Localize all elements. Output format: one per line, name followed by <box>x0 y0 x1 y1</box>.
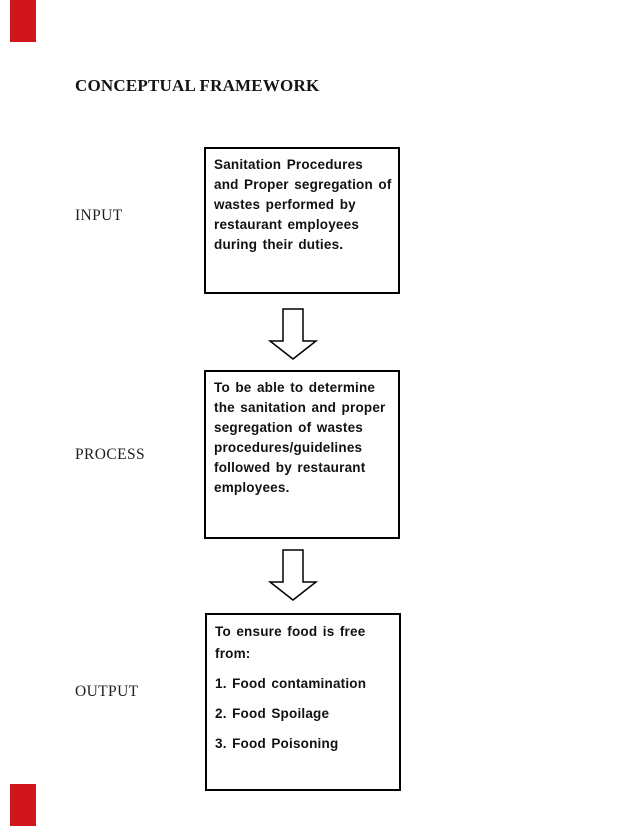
process-box-text-line: followed by restaurant <box>214 460 366 475</box>
down-arrow-icon <box>267 549 319 601</box>
input-box-text-line: during their duties. <box>214 237 344 252</box>
output-box-text-line: from: <box>215 646 251 661</box>
process-box-text-line: segregation of wastes <box>214 420 363 435</box>
down-arrow-icon <box>267 308 319 360</box>
input-box-text-line: restaurant employees <box>214 217 360 232</box>
process-box-text-line: procedures/guidelines <box>214 440 363 455</box>
output-list-item: 2. Food Spoilage <box>215 706 330 721</box>
output-list-item: 1. Food contamination <box>215 676 367 691</box>
process-box-text-line: To be able to determine <box>214 380 376 395</box>
red-page-marker-top <box>10 0 36 42</box>
input-box-text-line: Sanitation Procedures <box>214 157 363 172</box>
page-title: CONCEPTUAL FRAMEWORK <box>75 76 320 95</box>
row-label-input: INPUT <box>75 207 123 224</box>
input-box: Sanitation Procedures and Proper segrega… <box>204 147 400 294</box>
output-list-item: 3. Food Poisoning <box>215 736 339 751</box>
row-label-output: OUTPUT <box>75 683 139 700</box>
row-label-process: PROCESS <box>75 446 145 463</box>
process-box-text-line: the sanitation and proper <box>214 400 386 415</box>
process-box-text-line: employees. <box>214 480 290 495</box>
process-box: To be able to determine the sanitation a… <box>204 370 400 539</box>
output-box: To ensure food is free from: 1. Food con… <box>205 613 401 791</box>
output-box-text-line: To ensure food is free <box>215 624 366 639</box>
input-box-text-line: and Proper segregation of <box>214 177 392 192</box>
input-box-text-line: wastes performed by <box>214 197 356 212</box>
red-page-marker-bottom <box>10 784 36 826</box>
